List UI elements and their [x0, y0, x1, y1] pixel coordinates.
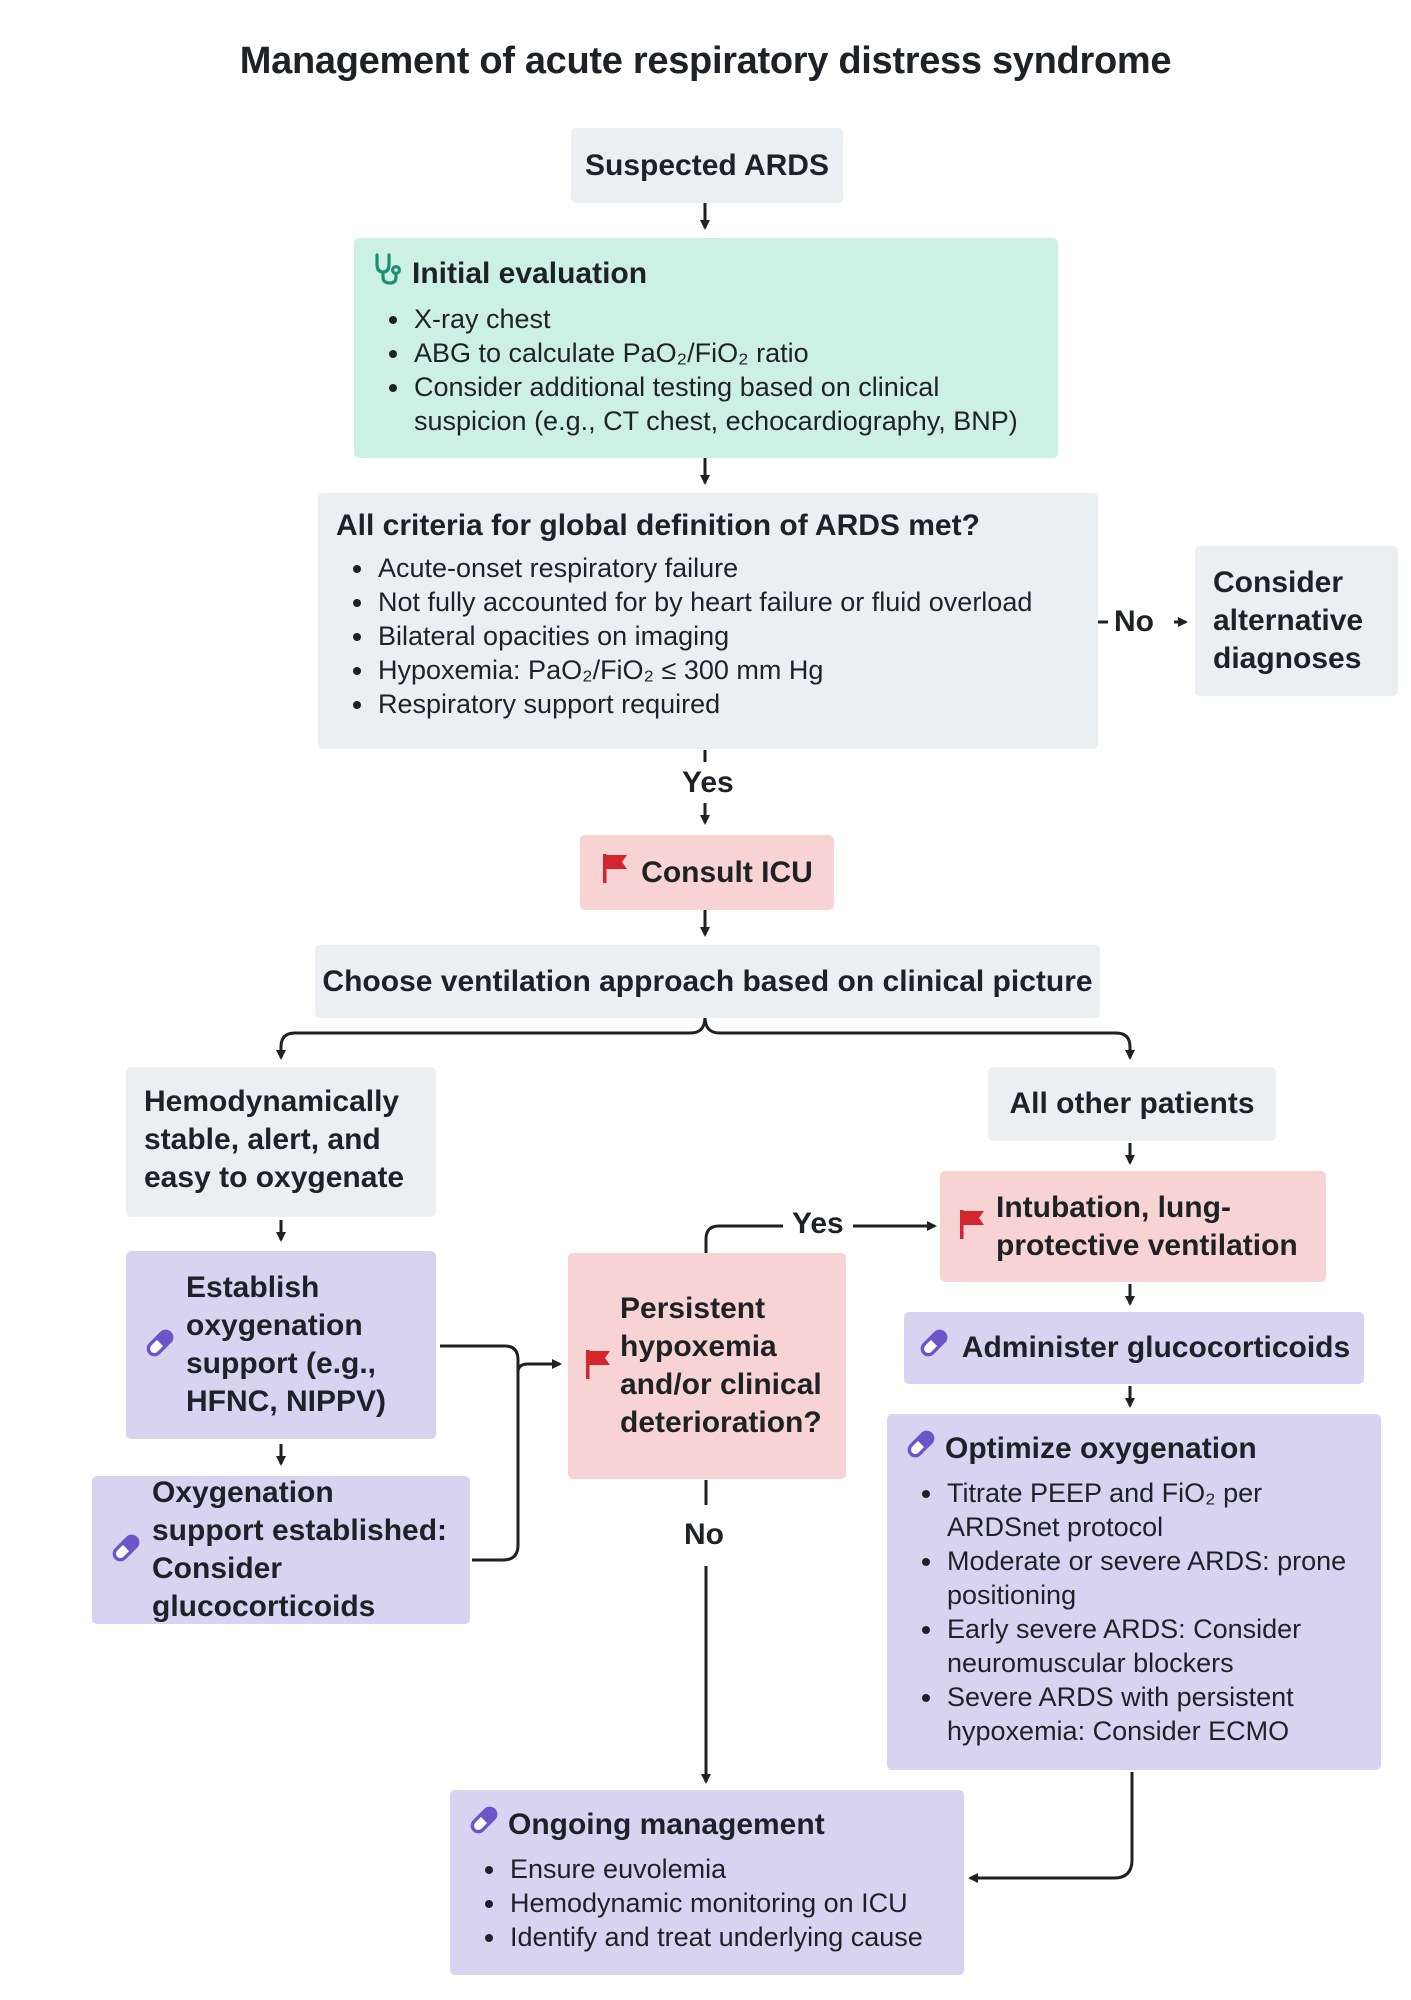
initial-evaluation-title: Initial evaluation	[412, 257, 648, 290]
oxygenation-established-label: Oxygenation support established: Conside…	[152, 1476, 448, 1623]
list-item: Identify and treat underlying cause	[508, 1920, 946, 1954]
node-establish-oxygenation: Establish oxygenation support (e.g., HFN…	[126, 1251, 436, 1439]
node-ongoing-management: Ongoing management Ensure euvolemia Hemo…	[450, 1790, 964, 1975]
optimize-oxygenation-list: Titrate PEEP and FiO₂ per ARDSnet protoc…	[905, 1476, 1363, 1748]
list-item: Bilateral opacities on imaging	[376, 619, 1080, 653]
pill-icon	[144, 1327, 176, 1364]
optimize-oxygenation-title: Optimize oxygenation	[945, 1432, 1257, 1465]
stethoscope-icon	[372, 252, 404, 296]
consult-icu-label: Consult ICU	[641, 855, 813, 889]
node-initial-evaluation: Initial evaluation X-ray chest ABG to ca…	[354, 238, 1058, 458]
edge-label-yes: Yes	[676, 766, 740, 800]
pill-icon	[110, 1532, 142, 1569]
criteria-list: Acute-onset respiratory failure Not full…	[336, 551, 1080, 721]
list-item: Moderate or severe ARDS: prone positioni…	[945, 1544, 1363, 1612]
node-alternative-diagnoses: Consider alternative diagnoses	[1195, 546, 1398, 696]
list-item: Acute-onset respiratory failure	[376, 551, 1080, 585]
node-hemodynamically-stable: Hemodynamically stable, alert, and easy …	[126, 1067, 436, 1217]
node-oxygenation-established: Oxygenation support established: Conside…	[92, 1476, 470, 1624]
list-item: Severe ARDS with persistent hypoxemia: C…	[945, 1680, 1363, 1748]
persistent-hypoxemia-label: Persistent hypoxemia and/or clinical det…	[620, 1292, 822, 1439]
ongoing-management-title: Ongoing management	[508, 1808, 825, 1841]
list-item: Hemodynamic monitoring on ICU	[508, 1886, 946, 1920]
flag-icon	[601, 852, 629, 894]
list-item: X-ray chest	[412, 302, 1040, 336]
flag-icon	[584, 1348, 612, 1385]
node-intubation: Intubation, lung-protective ventilation	[940, 1171, 1326, 1282]
pill-icon	[918, 1327, 950, 1369]
pill-icon	[468, 1804, 500, 1846]
node-all-other-patients: All other patients	[988, 1067, 1276, 1141]
initial-evaluation-header: Initial evaluation	[372, 252, 1040, 296]
list-item: Hypoxemia: PaO₂/FiO₂ ≤ 300 mm Hg	[376, 653, 1080, 687]
pill-icon	[905, 1428, 937, 1470]
initial-evaluation-list: X-ray chest ABG to calculate PaO₂/FiO₂ r…	[372, 302, 1040, 438]
edge-label-yes: Yes	[786, 1207, 850, 1241]
node-persistent-hypoxemia: Persistent hypoxemia and/or clinical det…	[568, 1253, 846, 1479]
ongoing-management-list: Ensure euvolemia Hemodynamic monitoring …	[468, 1852, 946, 1954]
intubation-label: Intubation, lung-protective ventilation	[996, 1190, 1298, 1262]
list-item: Ensure euvolemia	[508, 1852, 946, 1886]
list-item: Early severe ARDS: Consider neuromuscula…	[945, 1612, 1363, 1680]
list-item: Consider additional testing based on cli…	[412, 370, 1040, 438]
list-item: ABG to calculate PaO₂/FiO₂ ratio	[412, 336, 1040, 370]
node-criteria: All criteria for global definition of AR…	[318, 493, 1098, 749]
node-consult-icu: Consult ICU	[580, 835, 834, 910]
node-optimize-oxygenation: Optimize oxygenation Titrate PEEP and Fi…	[887, 1414, 1381, 1770]
list-item: Not fully accounted for by heart failure…	[376, 585, 1080, 619]
list-item: Titrate PEEP and FiO₂ per ARDSnet protoc…	[945, 1476, 1363, 1544]
administer-glucocorticoids-label: Administer glucocorticoids	[961, 1331, 1351, 1364]
node-suspected-ards: Suspected ARDS	[571, 128, 843, 203]
ongoing-management-header: Ongoing management	[468, 1804, 946, 1846]
node-administer-glucocorticoids: Administer glucocorticoids	[904, 1312, 1364, 1384]
node-choose-ventilation: Choose ventilation approach based on cli…	[315, 945, 1100, 1018]
flag-icon	[958, 1208, 986, 1245]
page-title: Management of acute respiratory distress…	[239, 40, 1172, 82]
edge-label-no: No	[1108, 605, 1160, 639]
optimize-oxygenation-header: Optimize oxygenation	[905, 1428, 1363, 1470]
list-item: Respiratory support required	[376, 687, 1080, 721]
edge-label-no: No	[678, 1518, 730, 1552]
criteria-title: All criteria for global definition of AR…	[336, 509, 980, 542]
establish-oxygenation-label: Establish oxygenation support (e.g., HFN…	[186, 1271, 387, 1418]
